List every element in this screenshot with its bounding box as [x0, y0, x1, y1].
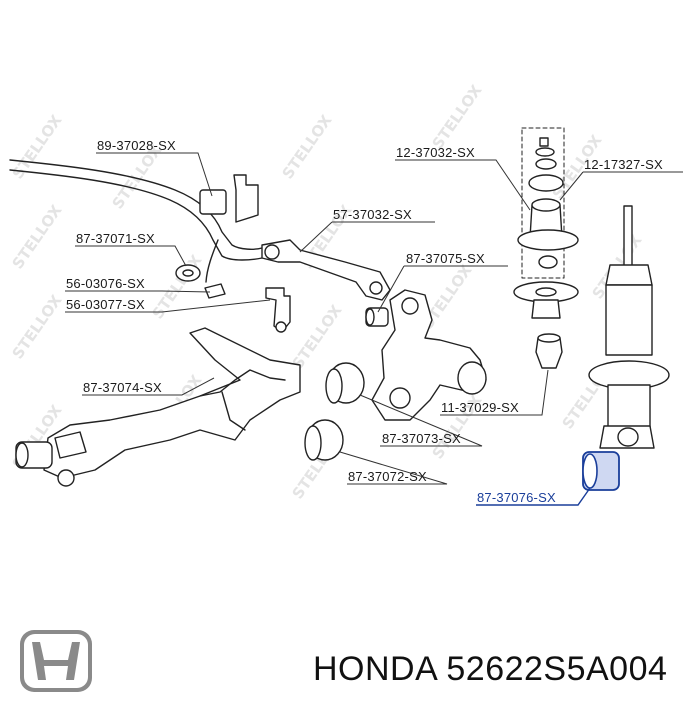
stabilizer-bar-end	[205, 239, 219, 283]
stabilizer-bar-edge	[9, 169, 263, 261]
watermark-text: STELLOX	[9, 201, 66, 272]
leader-l11	[359, 394, 483, 447]
watermark-text: STELLOX	[279, 111, 336, 182]
bar-bracket	[233, 174, 259, 223]
mount-flange	[517, 229, 579, 251]
shock-top-cap	[605, 264, 653, 286]
arm-bushing-left	[264, 244, 280, 260]
leader-l1	[96, 152, 213, 197]
stabilizer-bar	[9, 159, 263, 250]
mount-plate	[528, 174, 564, 192]
part-label-56-03077: 56-03077-SX	[66, 297, 145, 312]
bump-stop-top	[537, 333, 561, 343]
mount-washer	[535, 158, 557, 170]
part-label-87-37071: 87-37071-SX	[76, 231, 155, 246]
part-label-56-03076: 56-03076-SX	[66, 276, 145, 291]
part-label-87-37072: 87-37072-SX	[348, 469, 427, 484]
link-rubber	[175, 264, 201, 282]
brand-name: HONDA	[313, 650, 437, 688]
leader-l12	[339, 451, 448, 485]
watermark-text: STELLOX	[9, 291, 66, 362]
mount-washer	[535, 147, 555, 157]
bushing-ring	[57, 469, 75, 487]
part-label-89-37028: 89-37028-SX	[97, 138, 176, 153]
link-rubber-hole	[182, 269, 194, 277]
part-caption: HONDA 52622S5A004	[313, 650, 667, 689]
leader-l6	[377, 265, 508, 313]
part-label-87-37074: 87-37074-SX	[83, 380, 162, 395]
part-label-12-17327: 12-17327-SX	[584, 157, 663, 172]
leader-l9	[559, 171, 683, 201]
link-joint	[275, 321, 287, 333]
knuckle-bore	[389, 387, 411, 409]
part-label-87-37075: 87-37075-SX	[406, 251, 485, 266]
bushing-face	[15, 442, 29, 468]
leader-l13	[476, 487, 591, 506]
part-label-57-37032: 57-37032-SX	[333, 207, 412, 222]
leader-l3	[299, 221, 435, 253]
knuckle-bushing-face	[365, 308, 375, 326]
mount-nut	[539, 137, 549, 147]
knuckle-hole	[401, 297, 419, 315]
seat-boot	[531, 299, 561, 319]
honda-logo	[20, 630, 92, 692]
part-label-12-37032: 12-37032-SX	[396, 145, 475, 160]
leader-l2	[75, 245, 187, 267]
watermark-text: STELLOX	[9, 111, 66, 182]
part-number: 52622S5A004	[446, 650, 668, 688]
bushing-face	[325, 368, 343, 404]
trailing-arm-rib	[221, 391, 246, 431]
watermark-text: STELLOX	[289, 301, 346, 372]
shock-lower-body	[607, 384, 651, 431]
leader-l7	[82, 377, 215, 396]
watermark-text: STELLOX	[429, 81, 486, 152]
spring-seat-hole	[535, 287, 557, 297]
leader-l10	[440, 369, 549, 416]
mount-rubber-top	[531, 198, 561, 212]
trailing-arm	[43, 327, 301, 479]
leader-l4	[65, 290, 211, 293]
bar-bushing	[199, 189, 227, 215]
knuckle-hub	[457, 361, 487, 395]
bushing-bracket	[54, 431, 87, 459]
leader-l5	[65, 299, 271, 313]
leader-l8	[395, 159, 531, 211]
exploded-frame	[521, 127, 565, 279]
spring-seat	[513, 281, 579, 303]
link-bush	[204, 283, 226, 299]
bushing-face	[304, 425, 322, 461]
arm-bushing-right	[369, 281, 383, 295]
trailing-arm-edge	[199, 369, 286, 397]
shock-eye-hole	[617, 427, 639, 447]
mount-nut-lower	[538, 255, 558, 269]
part-label-87-37076-highlighted: 87-37076-SX	[477, 490, 556, 505]
shock-bushing-face	[582, 453, 598, 489]
lateral-arm	[261, 239, 391, 301]
part-label-87-37073: 87-37073-SX	[382, 431, 461, 446]
shock-body	[605, 284, 653, 356]
part-label-11-37029: 11-37029-SX	[441, 400, 519, 415]
